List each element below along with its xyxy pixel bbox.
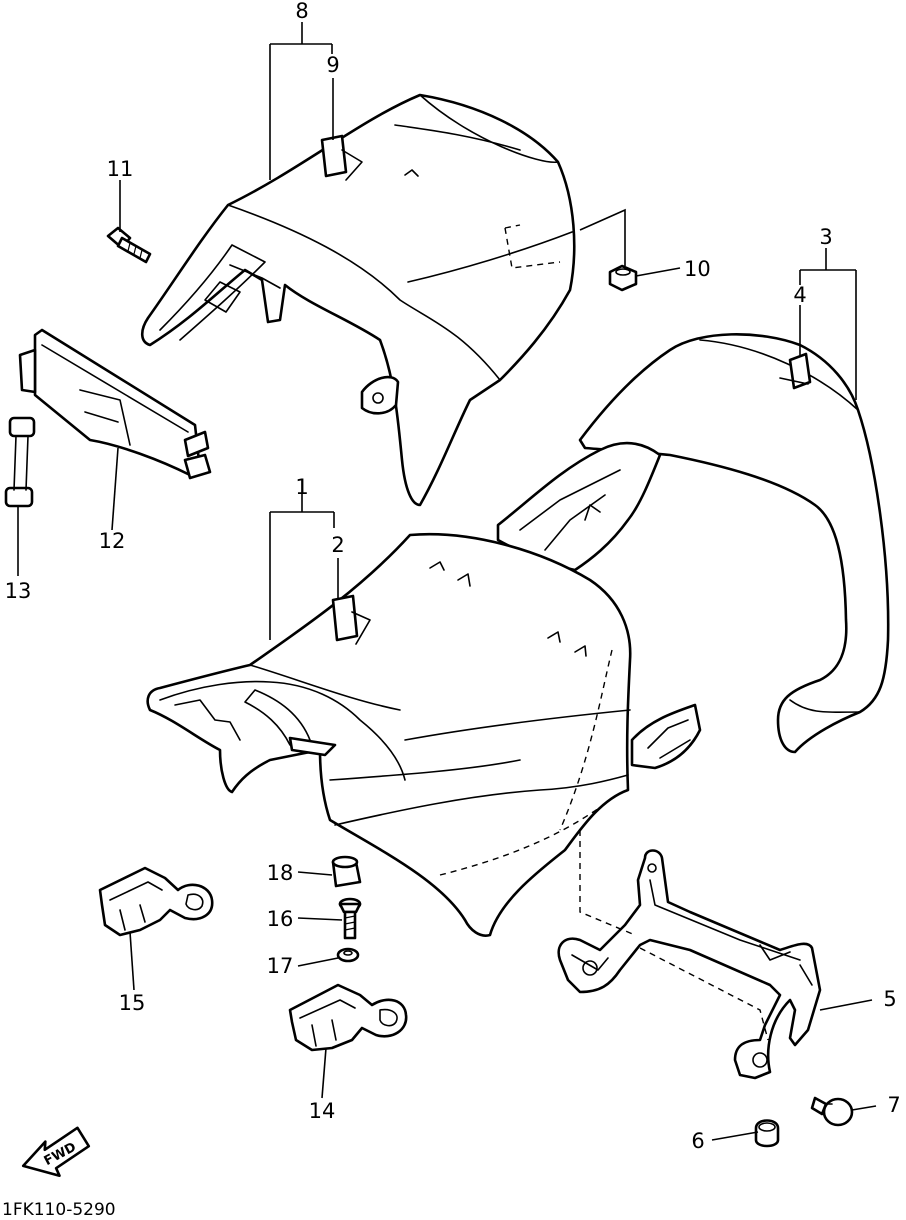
callout-17: 17 <box>267 954 294 978</box>
callout-18: 18 <box>267 861 294 885</box>
callout-5: 5 <box>883 987 896 1011</box>
callout-7: 7 <box>887 1093 900 1117</box>
leader-lines <box>17 22 877 1141</box>
callout-16: 16 <box>267 907 294 931</box>
knob-7[interactable] <box>810 1096 854 1127</box>
diagram-code: 1FK110-5290 <box>2 1200 116 1220</box>
callout-1: 1 <box>295 475 308 499</box>
strap-13[interactable] <box>4 416 36 508</box>
callout-15: 15 <box>119 991 146 1015</box>
callout-10: 10 <box>684 257 711 281</box>
callout-3: 3 <box>819 225 832 249</box>
callout-8: 8 <box>295 0 308 23</box>
callout-4: 4 <box>793 283 806 307</box>
backrest-cover-3[interactable] <box>496 333 890 754</box>
callout-9: 9 <box>326 53 339 77</box>
callout-14: 14 <box>309 1099 336 1123</box>
seat-tab-2[interactable] <box>331 594 371 645</box>
seat-tab-4[interactable] <box>779 352 812 390</box>
seat-tab-9[interactable] <box>320 134 363 181</box>
callout-2: 2 <box>331 533 344 557</box>
tray-12[interactable] <box>18 328 212 480</box>
cap-18[interactable] <box>331 855 362 888</box>
grommet-6[interactable] <box>754 1119 780 1148</box>
rear-seat-part[interactable] <box>140 93 576 507</box>
callout-12: 12 <box>99 529 126 553</box>
nut-10[interactable] <box>608 264 638 292</box>
fwd-arrow <box>21 1126 91 1177</box>
callout-6: 6 <box>691 1129 704 1153</box>
frame-bracket-5[interactable] <box>557 849 822 1080</box>
callout-labels: 8 9 11 10 3 4 12 13 1 2 18 16 17 15 14 5… <box>5 0 901 1153</box>
hinge-15[interactable] <box>98 866 214 937</box>
callout-13: 13 <box>5 579 32 603</box>
bolt-11[interactable] <box>106 226 152 264</box>
callout-11: 11 <box>107 157 134 181</box>
bolt-16[interactable] <box>338 897 362 940</box>
hinge-14[interactable] <box>288 983 408 1052</box>
hidden-line-frame <box>579 830 636 936</box>
hidden-line-rear <box>504 227 561 269</box>
main-seat-part[interactable] <box>146 533 702 937</box>
washer-17[interactable] <box>336 947 360 963</box>
